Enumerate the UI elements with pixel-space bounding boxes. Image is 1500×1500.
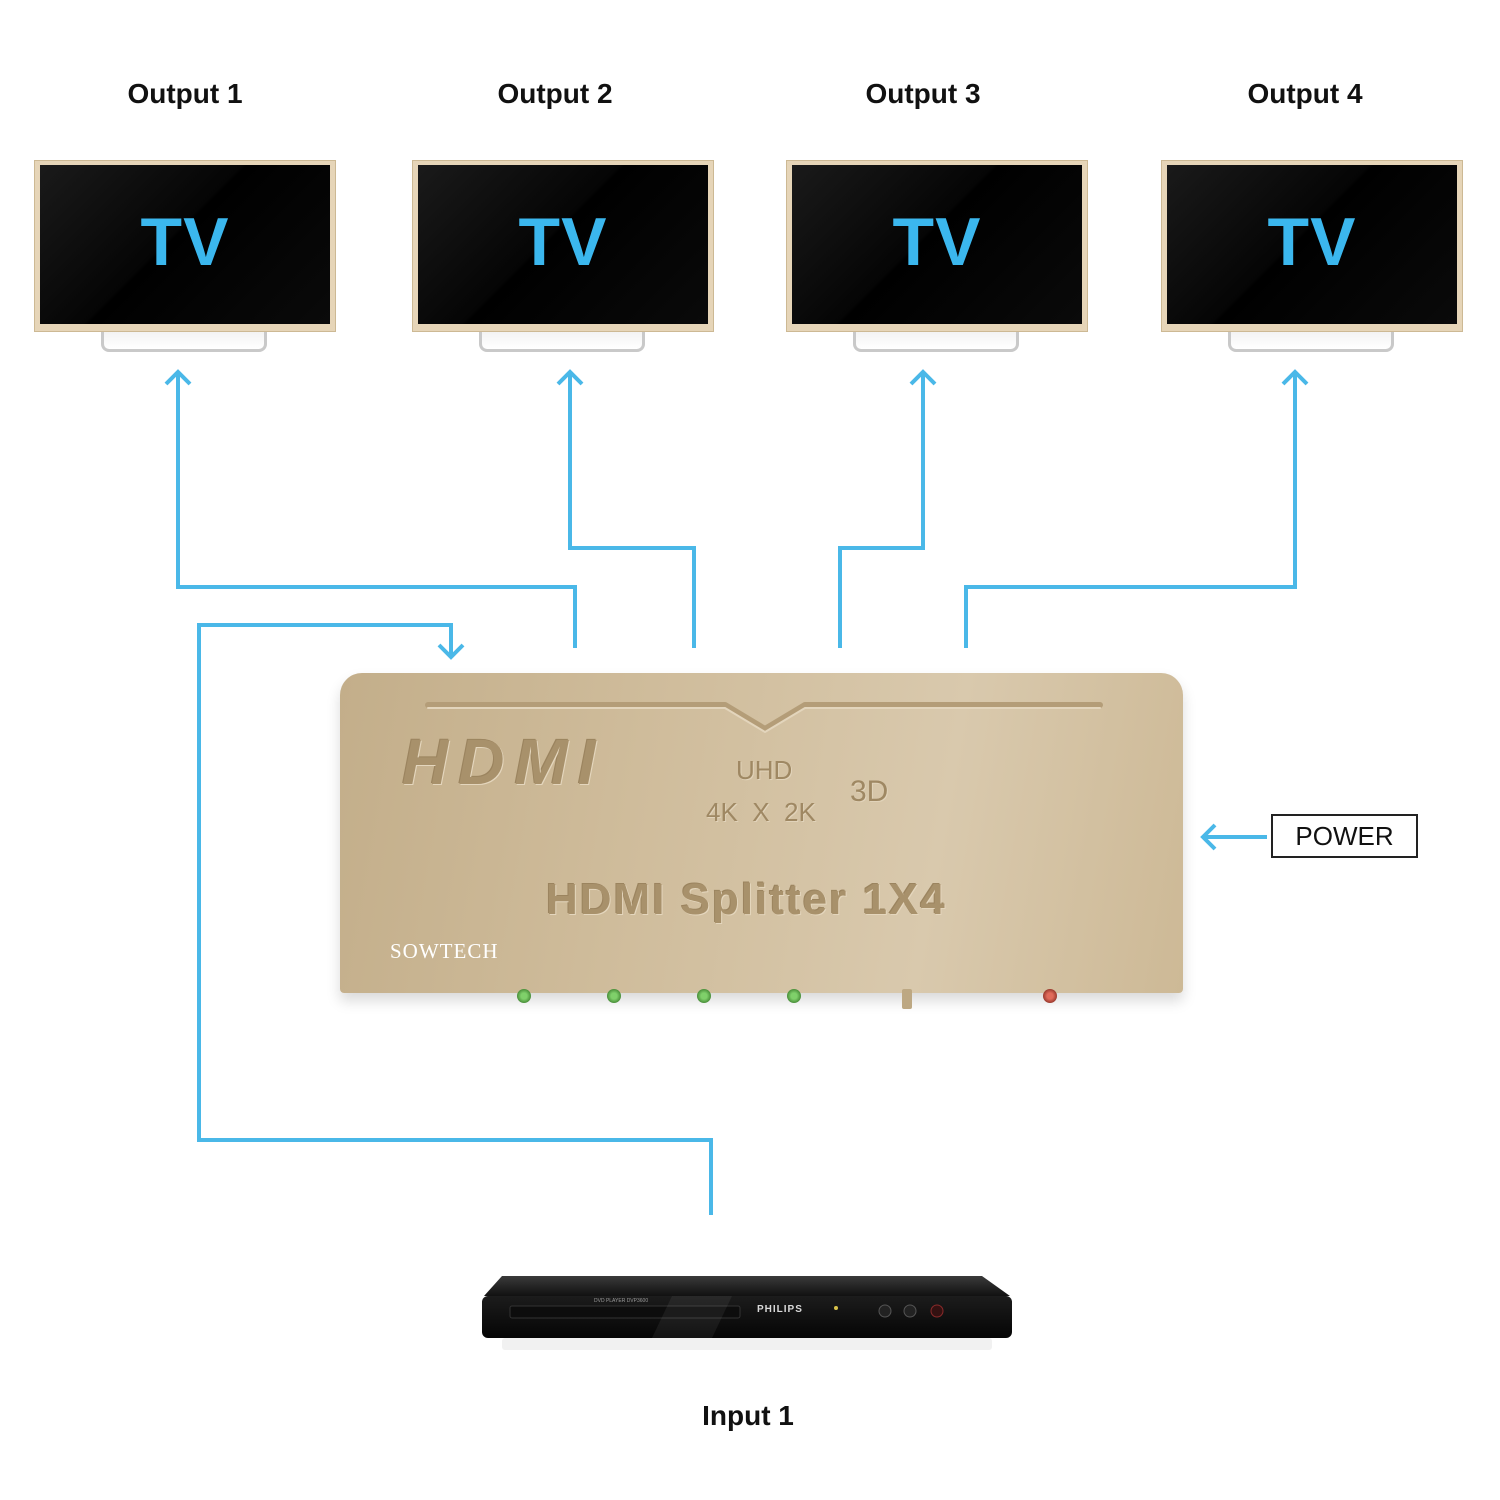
arrowhead-output-3 (909, 369, 937, 386)
line-to-output-4 (964, 372, 1297, 648)
arrowhead-input (437, 643, 465, 660)
dvd-player: PHILIPS DVD PLAYER DVP3600 (482, 1272, 1012, 1352)
line-input-to-splitter (197, 623, 713, 1215)
3d-label: 3D (850, 775, 889, 808)
tv-4-text: TV (1267, 204, 1357, 280)
line-to-output-2 (568, 372, 696, 648)
tv-3-screen: TV (792, 165, 1082, 324)
tv-3-stand (853, 332, 1019, 352)
tv-2: TV (412, 160, 714, 332)
port-output-1 (517, 989, 531, 1003)
splitter-top-groove (425, 702, 1103, 733)
port-input (1043, 989, 1057, 1003)
tv-2-stand (479, 332, 645, 352)
tv-2-text: TV (518, 204, 608, 280)
resolution-label: 4K X 2K (706, 797, 816, 827)
port-output-3 (697, 989, 711, 1003)
tv-4-screen: TV (1167, 165, 1457, 324)
arrowhead-output-1 (164, 369, 192, 386)
input-label: Input 1 (702, 1400, 794, 1431)
tv-1: TV (34, 160, 336, 332)
tv-2-screen: TV (418, 165, 708, 324)
arrowhead-output-2 (556, 369, 584, 386)
uhd-label: UHD (736, 755, 793, 785)
splitter-model-label: HDMI Splitter 1X4 (546, 875, 947, 924)
tv-3-text: TV (892, 204, 982, 280)
arrowhead-output-4 (1281, 369, 1309, 386)
arrowhead-power (1200, 823, 1217, 851)
brand-label: SOWTECH (390, 939, 499, 963)
dvd-brand-label: PHILIPS (757, 1304, 803, 1315)
output-4-label: Output 4 (1247, 78, 1363, 109)
hdmi-logo: HDMI (402, 726, 606, 798)
tv-1-screen: TV (40, 165, 330, 324)
line-to-output-1 (176, 372, 577, 648)
dvd-model-label: DVD PLAYER DVP3600 (594, 1298, 649, 1304)
line-to-output-3 (838, 372, 925, 648)
hdmi-splitter: HDMI UHD 4K X 2K 3D HDMI Splitter 1X4 SO… (340, 673, 1183, 993)
output-2-label: Output 2 (497, 78, 613, 109)
power-label: POWER (1271, 814, 1418, 858)
tv-1-stand (101, 332, 267, 352)
tv-4: TV (1161, 160, 1463, 332)
output-1-label: Output 1 (127, 78, 243, 109)
tv-1-text: TV (140, 204, 230, 280)
tv-4-stand (1228, 332, 1394, 352)
tv-3: TV (786, 160, 1088, 332)
port-output-2 (607, 989, 621, 1003)
output-3-label: Output 3 (865, 78, 981, 109)
power-jack (902, 989, 912, 1009)
dvd-player-body (482, 1276, 1012, 1350)
port-output-4 (787, 989, 801, 1003)
